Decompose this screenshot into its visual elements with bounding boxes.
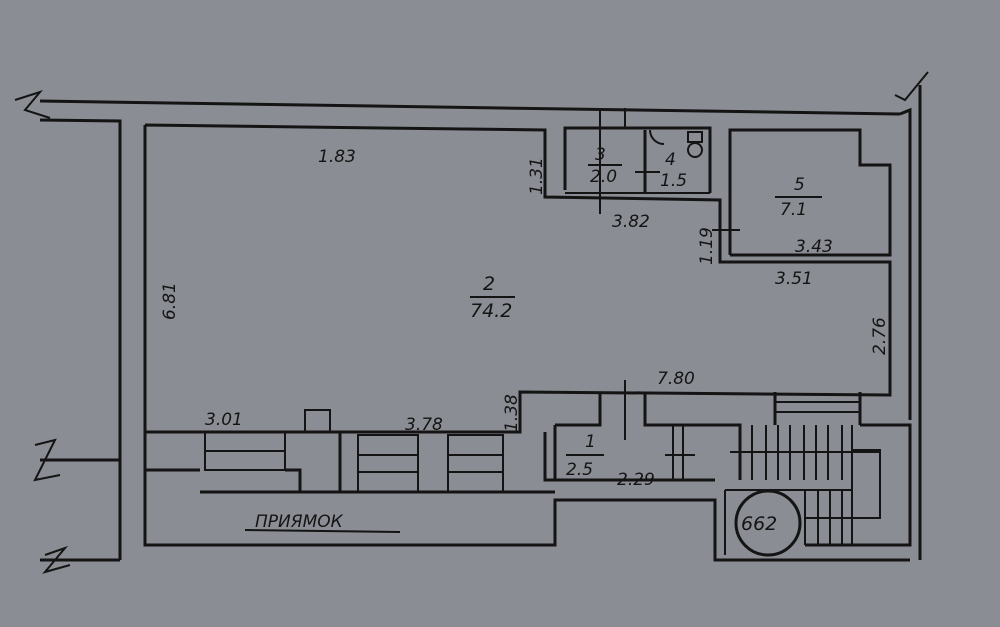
room-number: 3 [595, 145, 606, 165]
room-5: 5 7.1 [775, 175, 822, 220]
walls [14, 71, 929, 574]
room-area: 2.0 [590, 167, 617, 187]
room-number: 4 [665, 150, 676, 170]
room-number: 5 [794, 175, 805, 195]
room-3: 3 2.0 [588, 145, 622, 187]
toilet-icon [687, 142, 703, 158]
dim-bottom-left: 3.01 [205, 410, 243, 430]
dim-wc-left: 1.31 [527, 157, 547, 195]
staircase [724, 425, 881, 555]
dim-room1-bottom: 2.29 [617, 470, 655, 490]
dim-bottom-mid: 3.78 [405, 415, 443, 435]
room-area: 1.5 [660, 171, 687, 191]
pit-label: ПРИЯМОК [255, 512, 344, 532]
room-area: 2.5 [566, 460, 593, 480]
windows [200, 409, 684, 494]
dim-step: 1.38 [502, 394, 522, 432]
dim-room5-left: 1.19 [697, 227, 717, 265]
room-2: 2 74.2 [470, 273, 515, 322]
dim-room2-right-top: 3.51 [775, 269, 813, 289]
room-area: 74.2 [470, 300, 512, 322]
stamp-number: 662 [741, 513, 777, 535]
room-number: 2 [483, 273, 495, 295]
room-number: 1 [585, 432, 596, 452]
dim-bottom-right: 7.80 [657, 369, 695, 389]
dim-top: 1.83 [318, 147, 356, 167]
break-marks [14, 71, 929, 574]
sink-icon [649, 129, 665, 145]
room-1: 1 2.5 [566, 432, 604, 480]
dim-left: 6.81 [160, 282, 180, 320]
dimensions: 1.83 1.31 3.82 1.19 3.43 3.51 6.81 2.76 … [160, 147, 890, 490]
room-area: 7.1 [780, 200, 807, 220]
stamp-662: 662 [734, 489, 802, 557]
dim-room5-bottom: 3.43 [795, 237, 833, 257]
room-4: 4 1.5 [660, 150, 687, 191]
dim-wc-bottom: 3.82 [612, 212, 650, 232]
dim-right: 2.76 [870, 317, 890, 355]
